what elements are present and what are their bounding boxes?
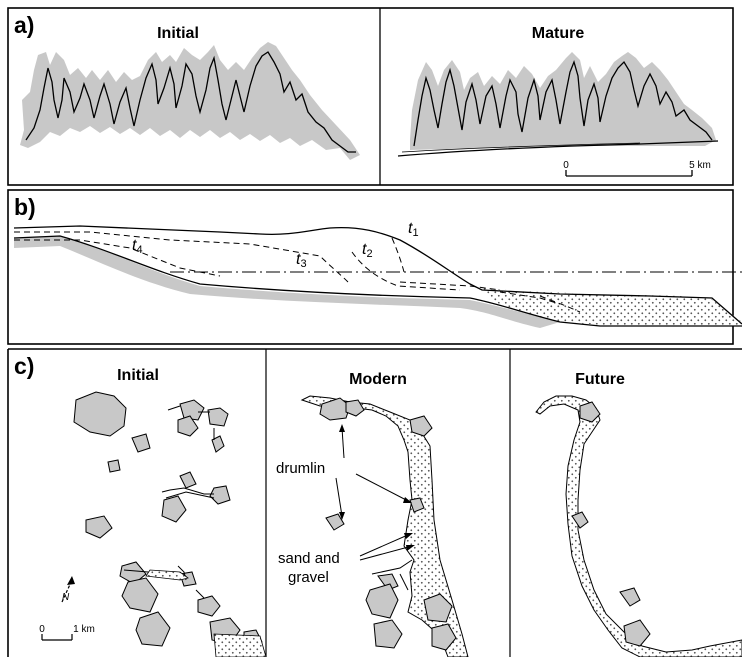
drumlin xyxy=(136,612,170,646)
panel-c-initial-title: Initial xyxy=(117,367,159,384)
drumlin xyxy=(180,472,196,488)
drumlin xyxy=(620,588,640,606)
label-t1: t1 xyxy=(408,220,419,239)
drumlin xyxy=(624,620,650,646)
drumlin xyxy=(86,516,112,538)
scale-a-end: 5 km xyxy=(689,160,711,171)
panel-a-label: a) xyxy=(14,12,34,38)
panel-b-label: b) xyxy=(14,194,36,220)
label-gravel: gravel xyxy=(288,569,329,586)
panel-c-scale-bar: 0 1 km xyxy=(39,624,95,640)
scale-a-start: 0 xyxy=(563,160,569,171)
drumlin xyxy=(210,486,230,504)
panel-c: c) Initial Modern Future xyxy=(8,349,742,657)
panel-a-initial-title: Initial xyxy=(157,25,199,42)
scale-c-end: 1 km xyxy=(73,624,95,635)
north-arrow: N xyxy=(62,576,75,603)
arrowhead-icon xyxy=(339,424,345,432)
scale-c-start: 0 xyxy=(39,624,45,635)
initial-dendritic-coast xyxy=(20,42,360,160)
drumlin xyxy=(74,392,126,436)
panel-c-label: c) xyxy=(14,353,34,379)
initial-sand-deposit xyxy=(214,634,266,657)
drumlin xyxy=(208,408,228,426)
mature-dendritic-coast xyxy=(398,52,718,156)
drumlin xyxy=(366,584,398,618)
drumlin xyxy=(132,434,150,452)
label-t2: t2 xyxy=(362,241,373,260)
modern-annotations: drumlin sand and gravel xyxy=(276,424,415,586)
drumlin xyxy=(198,596,220,616)
panel-b: b) t1 t2 t3 t4 xyxy=(8,190,742,344)
drumlin xyxy=(162,496,186,522)
north-arrow-head-icon xyxy=(67,576,75,585)
drumlin xyxy=(346,400,364,416)
initial-map xyxy=(74,392,262,650)
modern-map xyxy=(302,396,468,657)
panel-a: a) Initial Mature 0 5 km xyxy=(8,8,733,185)
panel-a-scale-bar: 0 5 km xyxy=(563,160,711,176)
label-sand-and: sand and xyxy=(278,550,340,567)
panel-c-future-title: Future xyxy=(575,371,625,388)
panel-a-mature-title: Mature xyxy=(532,25,585,42)
drumlin xyxy=(108,460,120,472)
drumlin xyxy=(180,400,204,420)
north-label: N xyxy=(62,592,70,603)
drumlin xyxy=(122,578,158,612)
label-t4: t4 xyxy=(132,237,143,256)
label-drumlin: drumlin xyxy=(276,460,325,477)
bedrock-band xyxy=(14,236,560,328)
future-map xyxy=(536,396,742,657)
drumlin xyxy=(374,620,402,648)
initial-sand-deposit xyxy=(146,570,188,580)
panel-c-modern-title: Modern xyxy=(349,371,407,388)
